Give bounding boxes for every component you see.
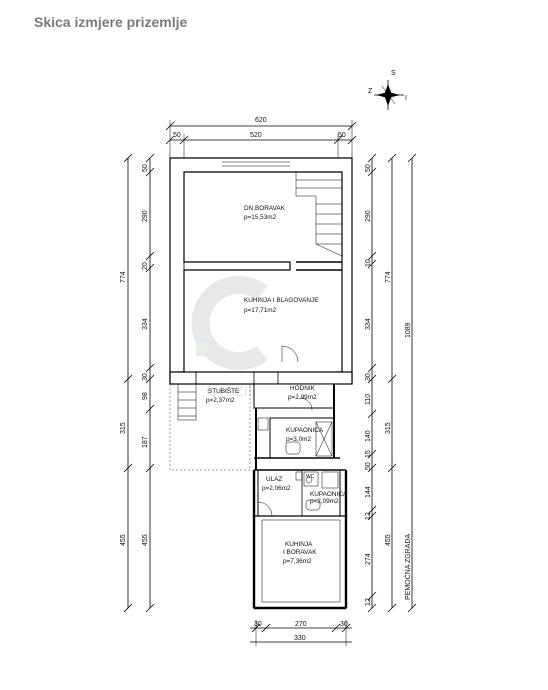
dim-right-inner-9: 50	[365, 462, 372, 470]
dim-bottom-total: 330	[294, 635, 306, 642]
right-dimensions: 50 290 10 334 30 110 140 15 50 144 12 27…	[365, 153, 417, 613]
compass-icon: Z I S	[368, 70, 407, 110]
dim-left-inner-6: 98	[142, 392, 149, 400]
dim-left-outer-3: 455	[120, 534, 127, 546]
room-name2-kuhinja-boravak: I BORAVAK	[283, 549, 317, 556]
room-area-hodnik: p=2,99m2	[288, 394, 317, 401]
page-title: Skica izmjere prizemlje	[34, 14, 188, 30]
dim-right-inner-6: 110	[365, 394, 372, 405]
dim-left-inner-8: 455	[142, 534, 149, 546]
dim-right-inner-4: 334	[365, 318, 372, 330]
dim-right-outer: 1089	[405, 322, 412, 338]
dim-right-inner-2: 290	[365, 210, 372, 222]
room-area-ulaz: p=2,06m2	[262, 485, 291, 492]
left-dimensions: 774 315 455 50 290 20 334 30 98 187 455	[120, 153, 155, 613]
dim-left-inner-3: 20	[142, 262, 149, 270]
room-name-dnevni-boravak: DN.BORAVAK	[244, 205, 286, 212]
bottom-dimensions: 30 270 30 330	[250, 620, 352, 646]
dim-right-inner-5: 30	[365, 373, 372, 381]
room-name-kupaonica-1: KUPAONICA	[286, 427, 324, 434]
room-name-ulaz: ULAZ	[266, 476, 282, 483]
dim-right-inner-12: 274	[365, 553, 372, 565]
room-name-kupaonica-2: KUPAONICA	[310, 491, 348, 498]
dim-bottom-left: 30	[254, 621, 262, 628]
dim-bottom-mid: 270	[295, 621, 307, 628]
dim-right-inner-3: 10	[365, 259, 372, 267]
room-name-hodnik: HODNIK	[290, 385, 316, 392]
room-area-kupaonica-2: p=2,09m2	[310, 498, 339, 505]
room-area-stubiste: p=2,37m2	[206, 397, 235, 404]
room-name-kuhinja-boravak: KUHINJA	[285, 541, 313, 548]
dim-right-inner-7: 140	[365, 430, 372, 442]
dim-left-outer-1: 774	[120, 271, 127, 283]
dim-left-inner-4: 334	[142, 318, 149, 330]
dim-right-inner-8: 15	[365, 450, 372, 458]
room-area-dnevni-boravak: p=15,53m2	[244, 214, 277, 221]
dim-right-inner-13: 12	[365, 598, 372, 606]
dim-left-outer-2: 315	[120, 422, 127, 434]
room-name-wc: WC	[306, 474, 315, 480]
dim-left-inner-1: 50	[142, 164, 149, 172]
dim-right-mid-2: 315	[385, 422, 392, 434]
compass-label-z: Z	[368, 88, 373, 95]
dim-top-right: 50	[338, 132, 346, 139]
top-dimensions: 620 50 520 50	[165, 117, 357, 158]
house-walls	[169, 157, 353, 610]
dim-left-inner-7: 187	[142, 436, 149, 448]
room-area-kupaonica-1: p=3,0m2	[286, 436, 311, 443]
dim-left-inner-5: 30	[142, 373, 149, 381]
room-area-kuhinja-blagovanje: p=17,71m2	[244, 307, 277, 314]
compass-label-i: I	[405, 95, 407, 102]
room-name-stubiste: STUBIŠTE	[208, 386, 239, 395]
dim-right-mid-1: 774	[385, 271, 392, 283]
dim-top-total: 620	[255, 117, 267, 124]
dim-right-inner-10: 144	[365, 486, 372, 498]
dim-right-inner-11: 12	[365, 512, 372, 520]
room-labels: DN.BORAVAK p=15,53m2 KUHINJA I BLAGOVANJ…	[206, 205, 348, 565]
dim-top-mid: 520	[250, 132, 262, 139]
side-label: PEMOĆNA ZGRADA	[403, 534, 412, 600]
dim-left-inner-2: 290	[142, 210, 149, 222]
dim-right-mid-3: 455	[385, 534, 392, 546]
room-area-kuhinja-boravak: p=7,36m2	[283, 558, 312, 565]
svg-text:S: S	[391, 70, 396, 77]
room-name-kuhinja-blagovanje: KUHINJA I BLAGOVANJE	[244, 297, 318, 304]
dim-bottom-right: 30	[340, 621, 348, 628]
dim-top-left: 50	[173, 132, 181, 139]
dim-right-inner-1: 50	[365, 164, 372, 172]
